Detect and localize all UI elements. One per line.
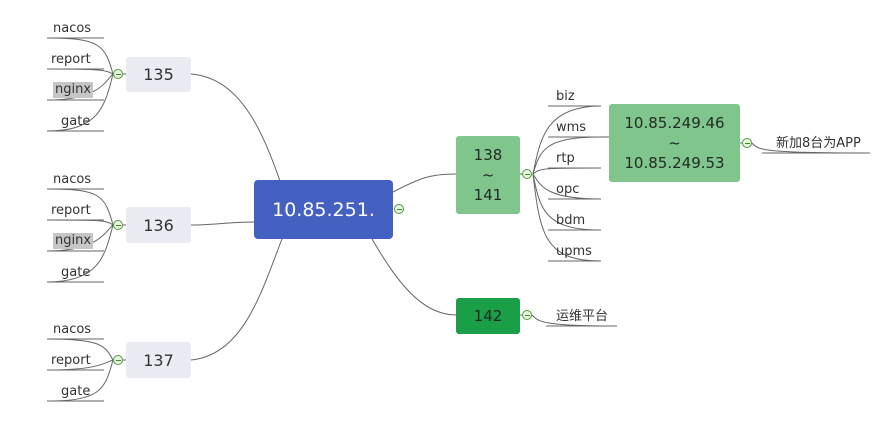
leaf-136-report[interactable]: report <box>51 203 91 218</box>
node-135-label: 135 <box>143 65 174 84</box>
connector-range-rtp <box>532 167 602 175</box>
leaf-135-nacos[interactable]: nacos <box>53 21 92 36</box>
connector-range-upms <box>532 173 602 262</box>
collapse-toggle-icon[interactable] <box>113 220 123 230</box>
leaf-135-gate[interactable]: gate <box>61 114 91 129</box>
node-136[interactable]: 136 <box>126 207 191 243</box>
leaf-135-nginx[interactable]: nginx <box>53 82 94 98</box>
leaf-142-ops-platform[interactable]: 运维平台 <box>556 309 609 324</box>
connector-root-range <box>392 173 457 193</box>
connector-root-135 <box>190 73 281 182</box>
collapse-toggle-icon[interactable] <box>113 355 123 365</box>
collapse-toggle-icon[interactable] <box>394 204 404 214</box>
leaf-135-report[interactable]: report <box>51 52 91 67</box>
range-end-label: 141 <box>473 186 503 204</box>
leaf-137-gate[interactable]: gate <box>61 384 91 399</box>
root-label: 10.85.251. <box>272 198 375 221</box>
connector-135-nginx <box>46 73 114 101</box>
leaf-range-opc[interactable]: opc <box>556 182 580 197</box>
collapse-toggle-icon[interactable] <box>742 138 752 148</box>
leaf-range-bdm[interactable]: bdm <box>556 213 586 228</box>
leaf-137-report[interactable]: report <box>51 353 91 368</box>
leaf-range-biz[interactable]: biz <box>556 89 575 104</box>
collapse-toggle-icon[interactable] <box>113 69 123 79</box>
ip-range-start-label: 10.85.249.46 <box>624 114 725 132</box>
node-135[interactable]: 135 <box>126 57 191 92</box>
range-start-label: 138 <box>473 146 503 164</box>
leaf-range-rtp[interactable]: rtp <box>556 151 575 166</box>
connector-135-report <box>46 68 114 75</box>
leaf-137-nacos[interactable]: nacos <box>53 322 92 337</box>
leaf-range-upms[interactable]: upms <box>556 244 592 259</box>
leaf-range-wms[interactable]: wms <box>556 120 587 135</box>
node-ip-range[interactable]: 10.85.249.46 ~ 10.85.249.53 <box>609 104 740 182</box>
connector-135-gate <box>46 73 114 132</box>
connector-range-biz <box>532 105 602 175</box>
ip-range-sep-label: ~ <box>668 134 681 152</box>
leaf-ip-range-note[interactable]: 新加8台为APP <box>776 136 861 151</box>
node-137-label: 137 <box>143 350 174 370</box>
node-136-label: 136 <box>143 215 174 235</box>
connector-root-142 <box>371 238 457 316</box>
connector-root-136 <box>190 221 255 226</box>
root-node[interactable]: 10.85.251. <box>254 180 393 239</box>
connector-136-gate <box>46 224 114 283</box>
collapse-toggle-icon[interactable] <box>522 169 532 179</box>
node-range-138-141[interactable]: 138 ~ 141 <box>456 136 520 214</box>
ip-range-end-label: 10.85.249.53 <box>624 154 725 172</box>
range-sep-label: ~ <box>481 166 495 184</box>
node-137[interactable]: 137 <box>126 342 191 378</box>
node-142-label: 142 <box>473 307 503 325</box>
connector-136-report <box>46 219 114 226</box>
connector-root-137 <box>190 238 283 361</box>
node-142[interactable]: 142 <box>456 298 520 334</box>
connector-range-bdm <box>532 173 602 231</box>
leaf-136-nacos[interactable]: nacos <box>53 172 92 187</box>
connector-136-nginx <box>46 224 114 252</box>
leaf-136-gate[interactable]: gate <box>61 265 91 280</box>
leaf-136-nginx[interactable]: nginx <box>53 233 94 249</box>
collapse-toggle-icon[interactable] <box>522 310 532 320</box>
